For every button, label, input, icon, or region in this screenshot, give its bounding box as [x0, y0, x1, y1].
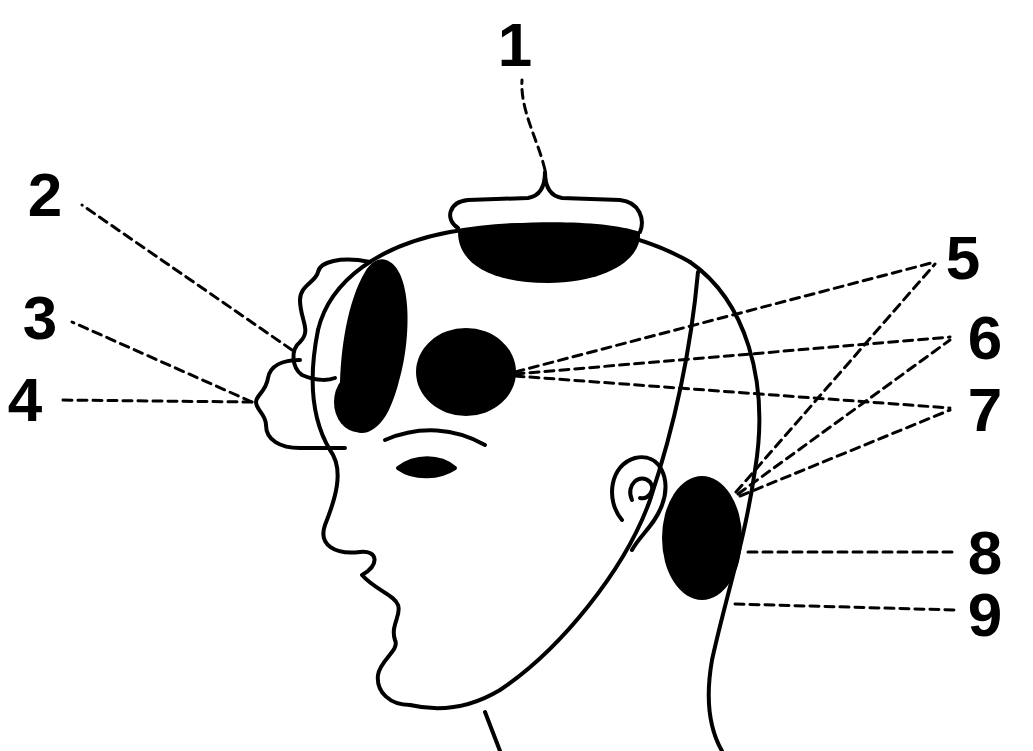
callout-number: 1	[498, 14, 532, 76]
head-outline	[313, 225, 760, 751]
callout-number: 9	[968, 584, 1002, 646]
callout-number: 7	[968, 379, 1002, 441]
leader-line	[748, 551, 955, 554]
callout-number: 2	[28, 164, 62, 226]
callout-number: 8	[968, 522, 1002, 584]
leader-line	[82, 205, 292, 350]
leader-line	[72, 322, 252, 402]
eyebrow	[385, 430, 485, 445]
eye	[398, 458, 455, 476]
leader-line	[515, 337, 950, 374]
leader-line	[735, 604, 955, 610]
region-temple	[416, 328, 516, 416]
leader-line	[740, 410, 950, 496]
ear	[612, 457, 665, 550]
leader-line	[738, 340, 950, 494]
region-back	[662, 476, 742, 600]
bracket-front	[293, 260, 370, 380]
callout-number: 5	[946, 227, 980, 289]
callout-number: 3	[23, 287, 57, 349]
brackets	[256, 172, 642, 448]
leader-line	[736, 264, 935, 492]
region-front-lower	[334, 372, 382, 432]
callout-number: 4	[8, 369, 42, 431]
leader-line	[515, 376, 950, 408]
leader-line	[58, 400, 252, 402]
bracket-front-lower	[256, 360, 345, 448]
callout-number: 6	[968, 307, 1002, 369]
jaw-line	[410, 272, 698, 708]
region-top	[458, 222, 640, 283]
leader-line	[522, 80, 545, 170]
ear-inner	[630, 478, 652, 500]
leader-lines	[58, 80, 955, 610]
bracket-top	[450, 172, 642, 232]
brain-regions	[334, 222, 742, 600]
neck-line	[485, 712, 500, 751]
